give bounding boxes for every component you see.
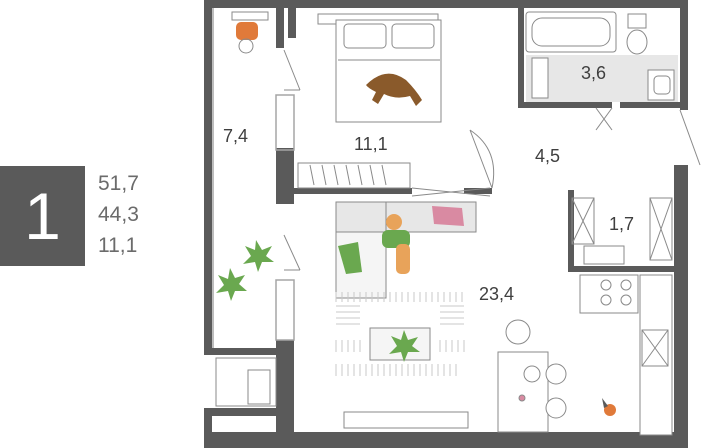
- room-count: 1: [24, 179, 61, 253]
- bed: [317, 13, 442, 123]
- coffee-table: [369, 327, 431, 362]
- wardrobe-area-label: 1,7: [609, 214, 635, 234]
- sink: [647, 69, 675, 101]
- kitchen-counter: [579, 274, 673, 436]
- tv-stand: [343, 411, 469, 429]
- bedroom-wardrobe: [297, 162, 491, 197]
- dog-on-bed: [366, 73, 422, 106]
- closet: [571, 197, 673, 265]
- bathtub: [525, 11, 617, 53]
- lower-balcony-storage: [215, 357, 277, 407]
- balcony-desk: [231, 11, 269, 54]
- bathroom-area-label: 3,6: [581, 63, 607, 83]
- rug: [335, 292, 465, 376]
- dining-set: [497, 319, 567, 433]
- bath-shelf: [531, 57, 549, 99]
- total-area: 51,7: [98, 172, 139, 195]
- area-summary: 51,7 44,3 11,1: [98, 168, 168, 261]
- balcony-area-label: 7,4: [223, 126, 249, 146]
- person-on-sofa: [382, 214, 410, 274]
- cat: [602, 398, 616, 416]
- room-count-badge: 1: [0, 166, 85, 266]
- toilet: [626, 13, 648, 55]
- balcony-windows: [275, 94, 295, 341]
- living-kitchen-area-label: 23,4: [479, 284, 515, 304]
- living-area: 44,3: [98, 203, 139, 226]
- balcony-floor: [210, 8, 276, 352]
- balcony-plants: [216, 240, 274, 301]
- hallway-area-label: 4,5: [535, 146, 561, 166]
- kitchen-area: 11,1: [98, 234, 138, 257]
- door-swings: [283, 49, 701, 271]
- bedroom-area-label: 11,1: [354, 134, 388, 154]
- unit-badge-bg: [0, 166, 85, 266]
- walls: [204, 0, 688, 448]
- sofa: [335, 201, 477, 299]
